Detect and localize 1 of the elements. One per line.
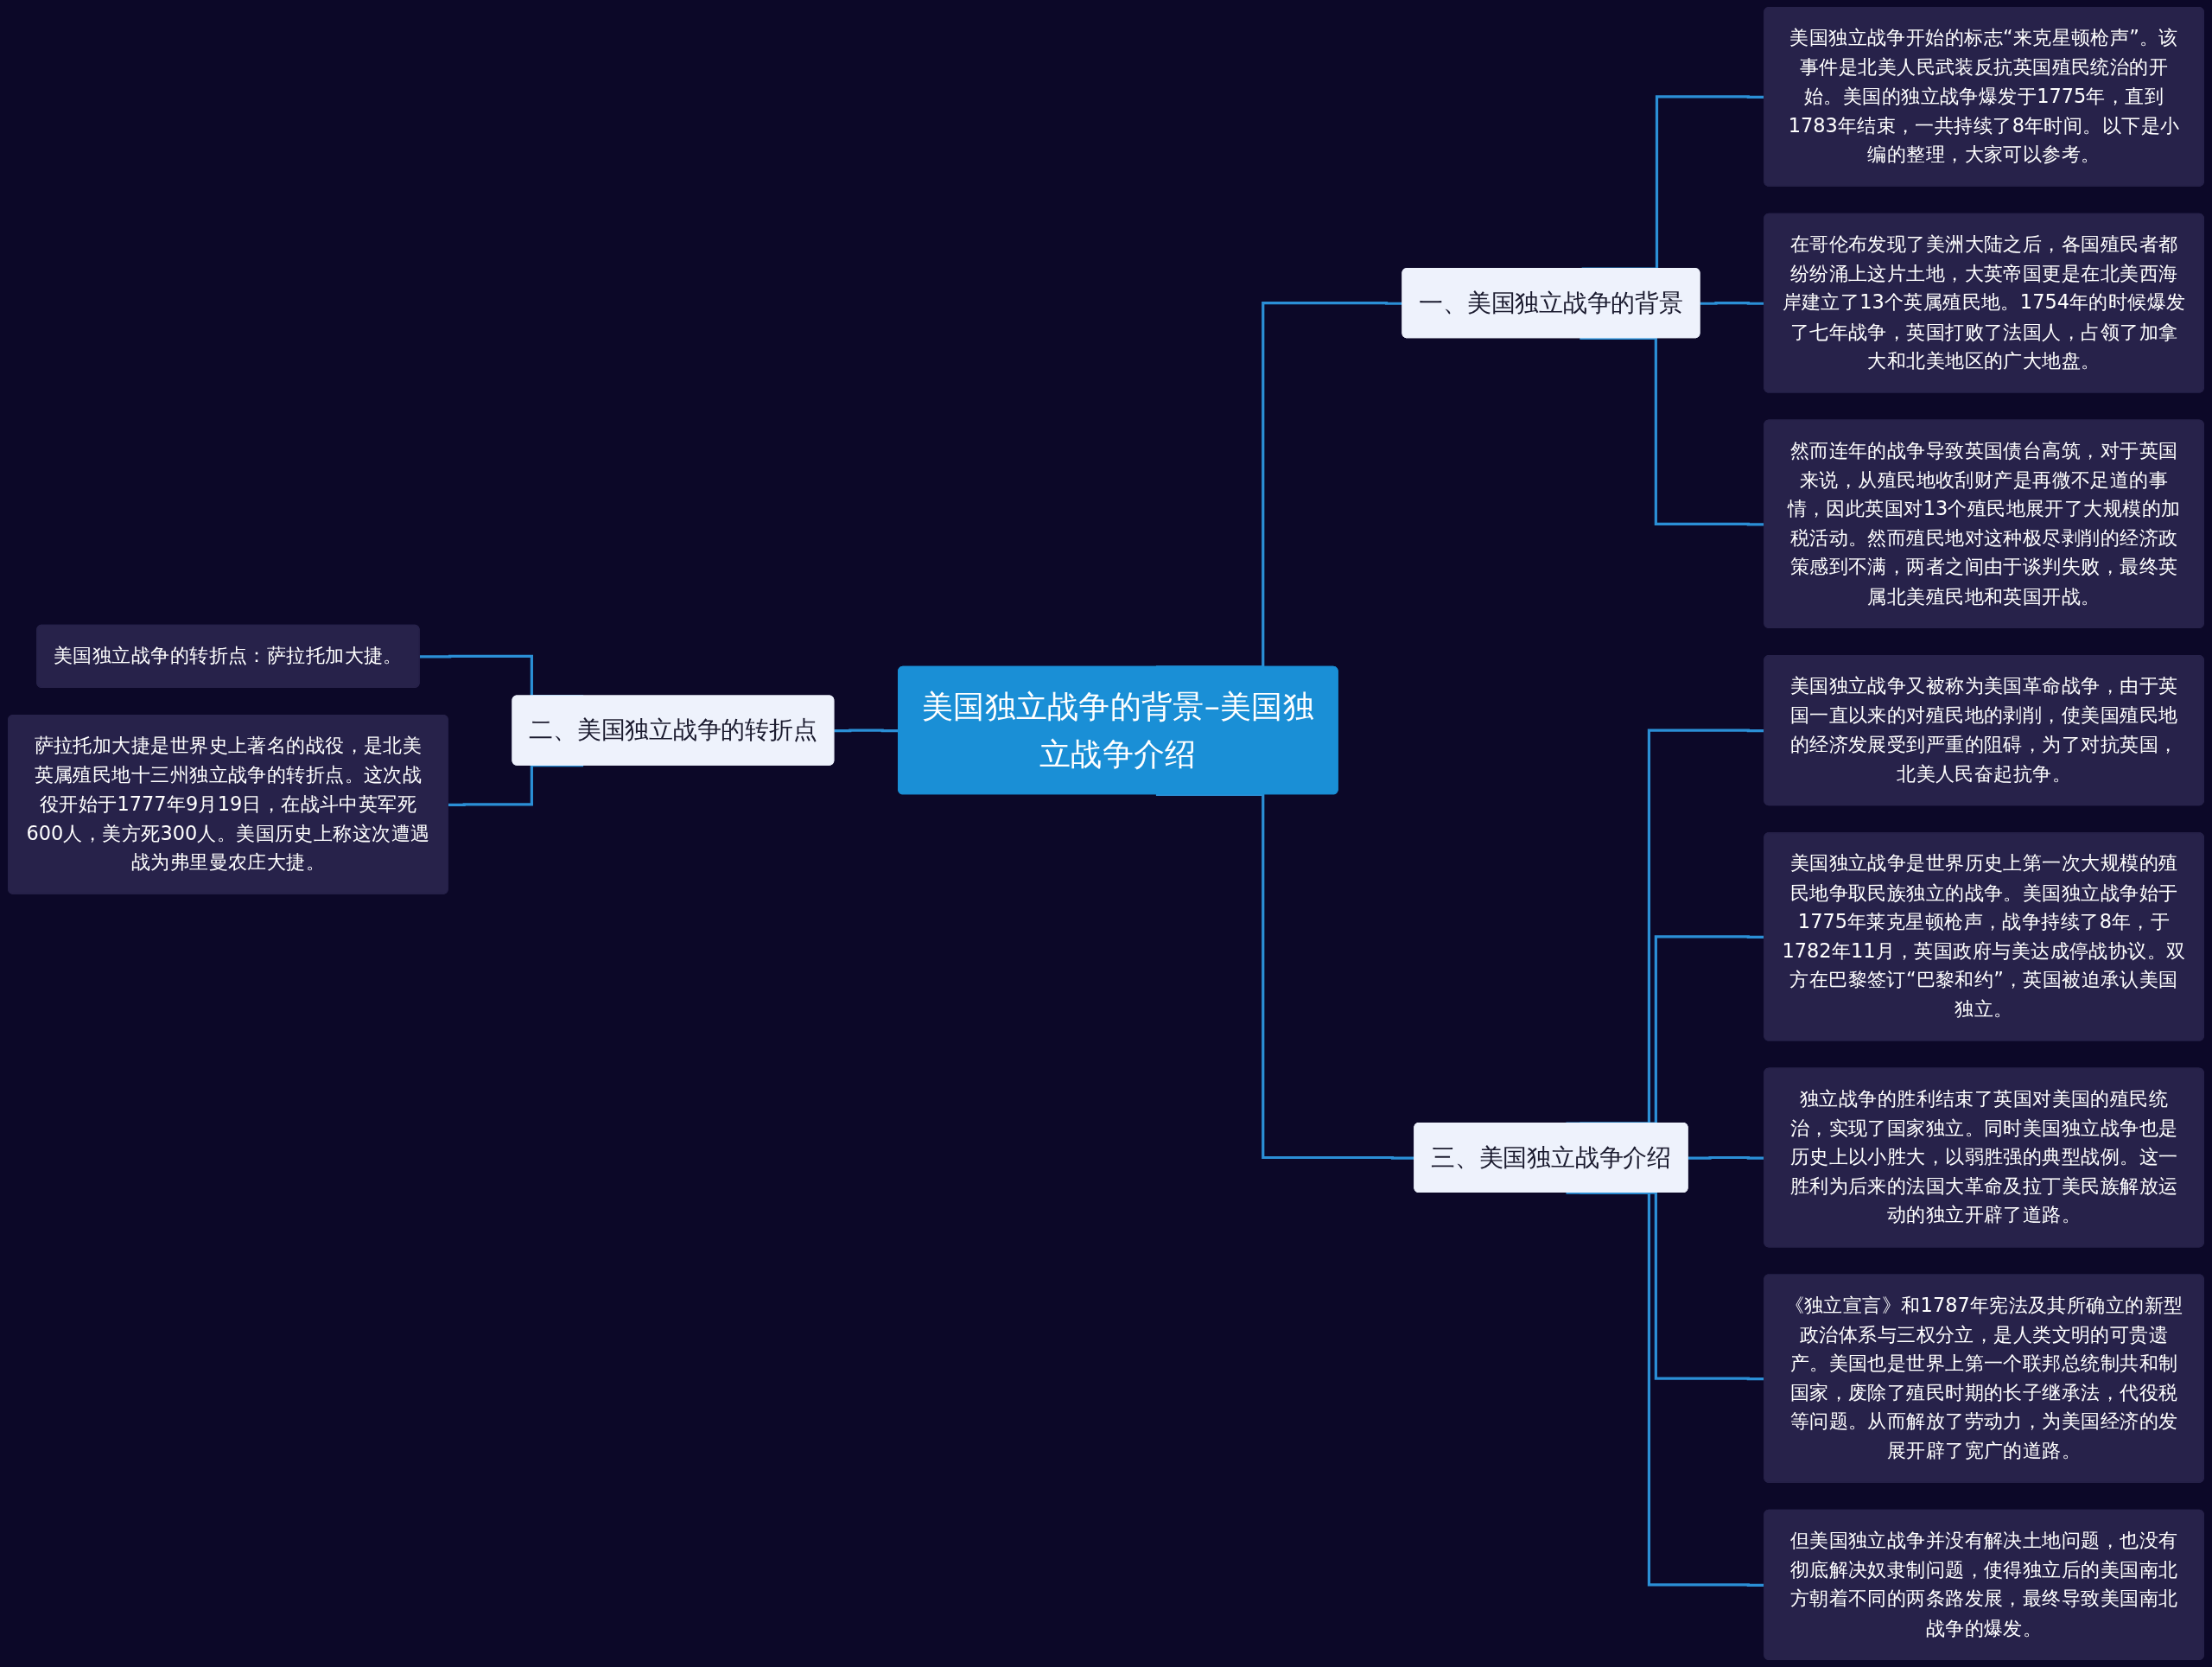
connector <box>448 764 584 806</box>
